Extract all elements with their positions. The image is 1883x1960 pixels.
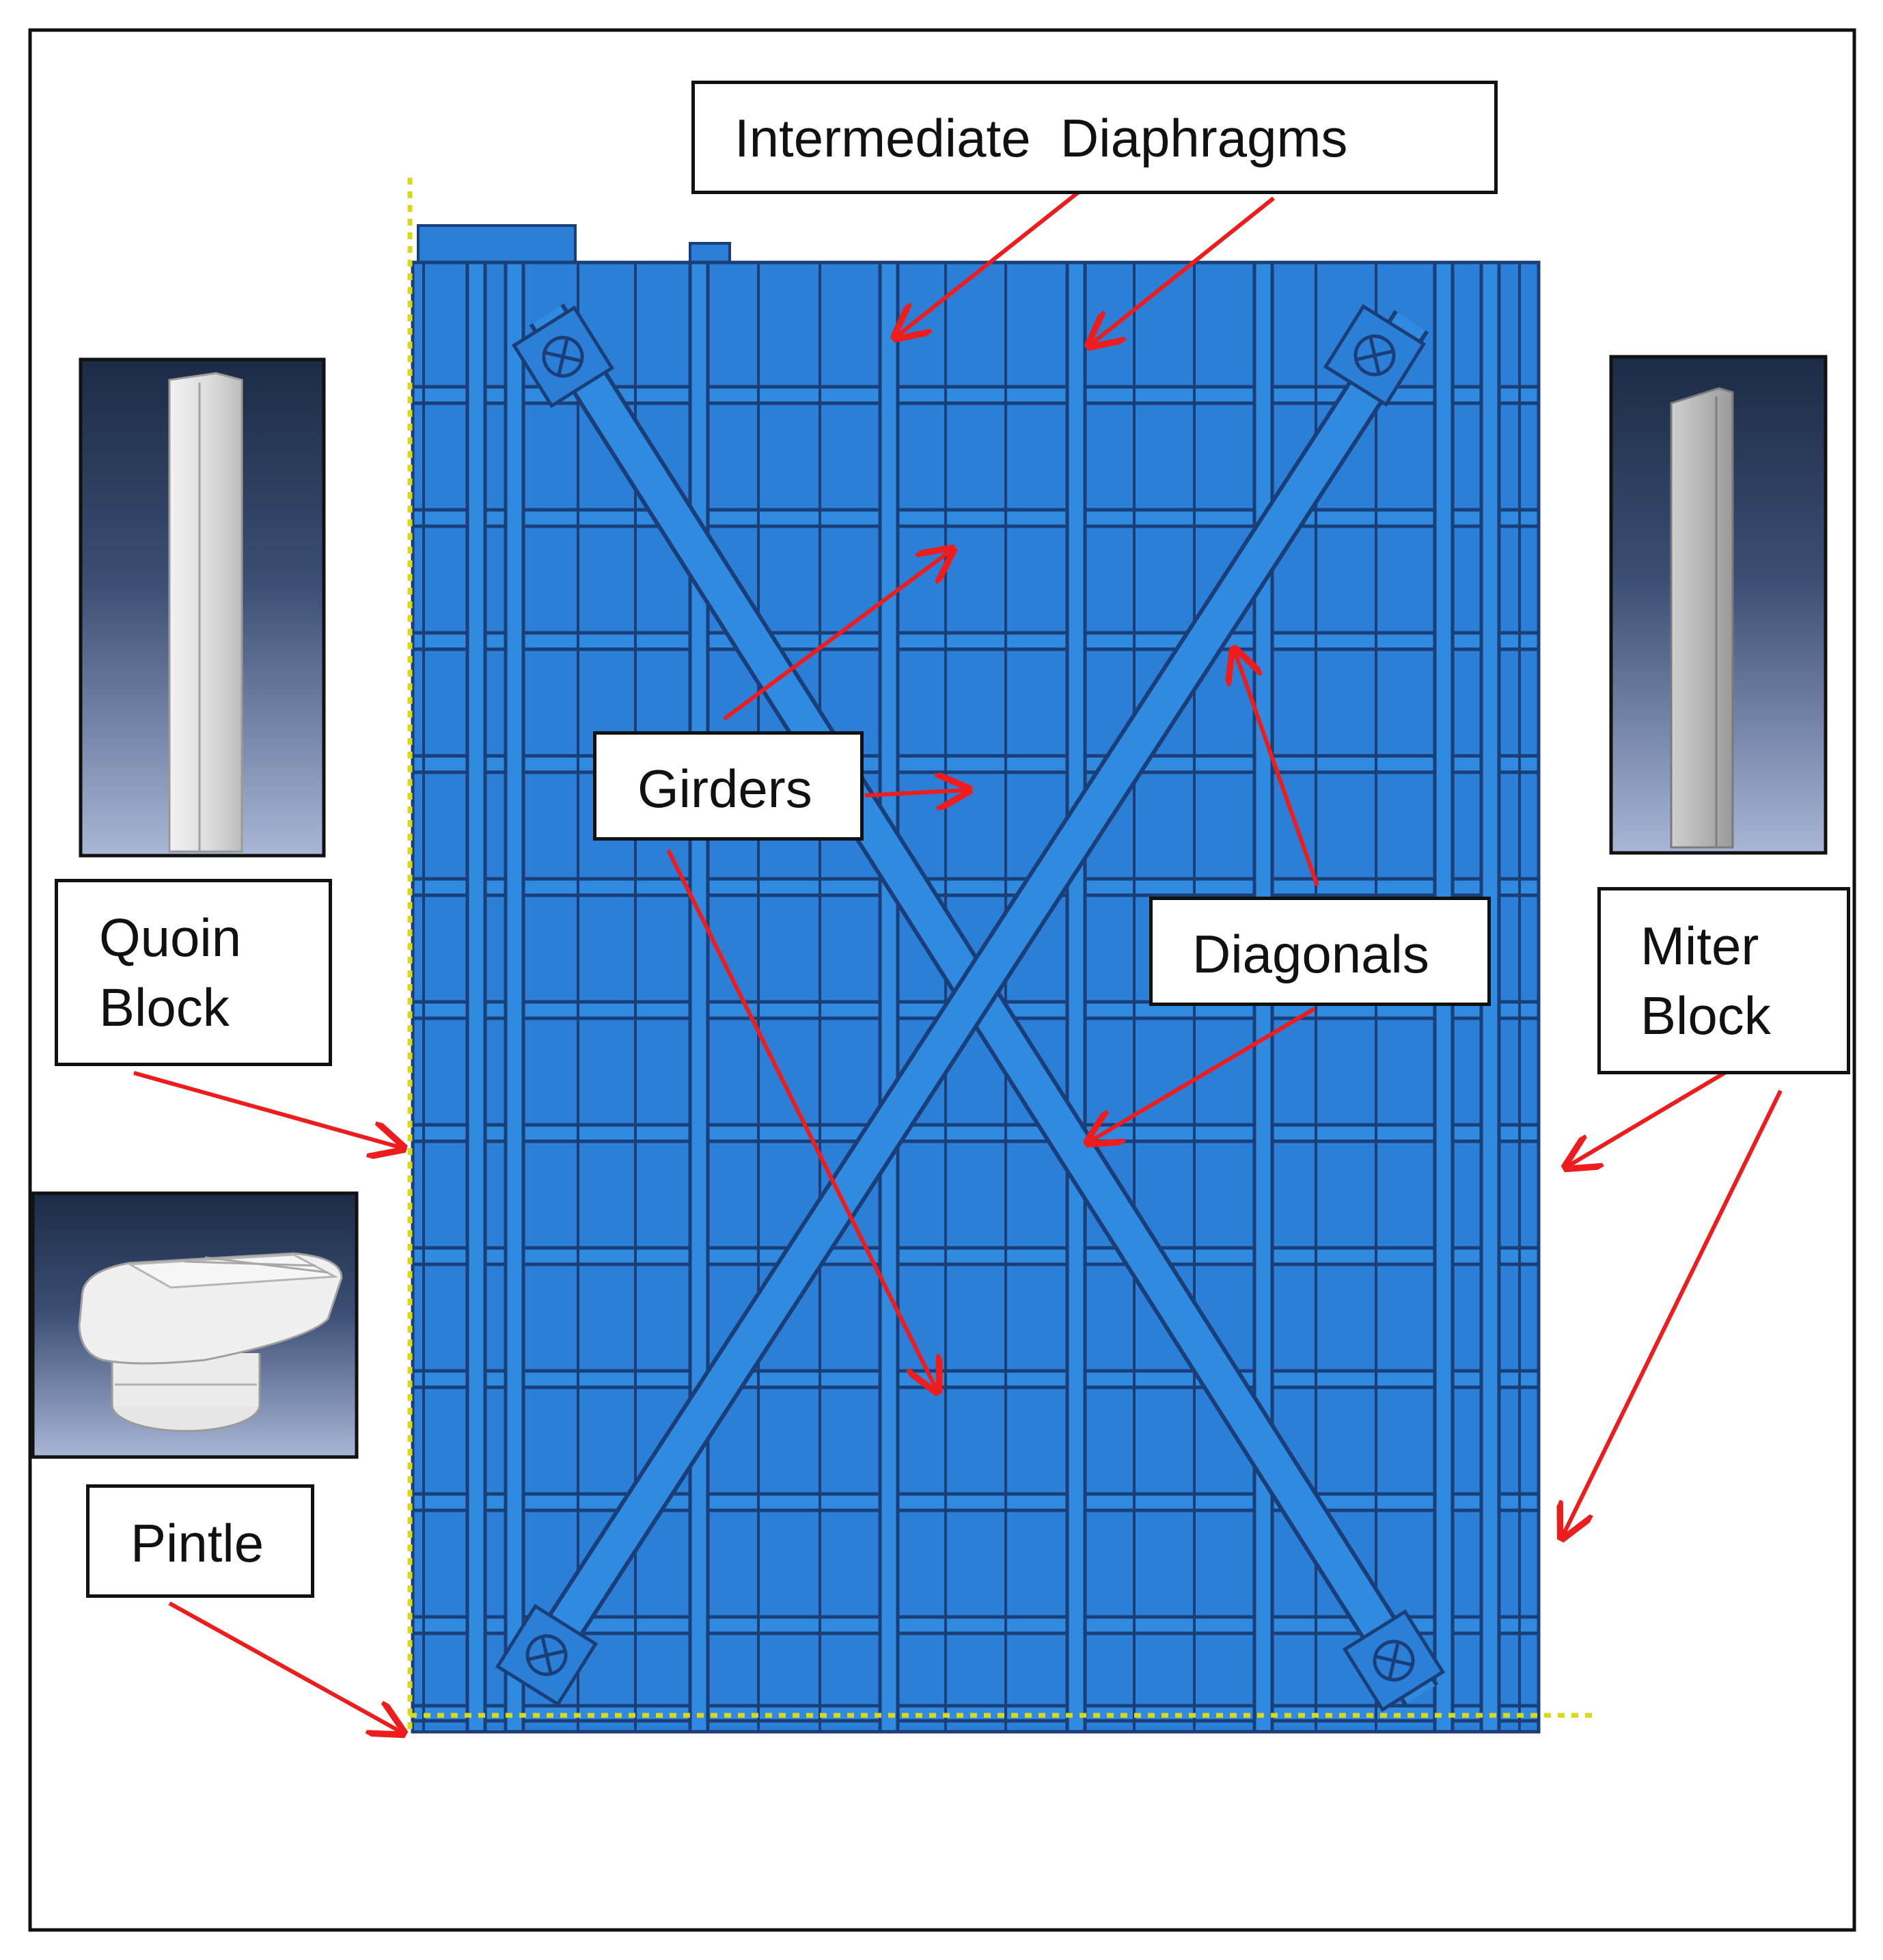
miter-block-text-line2: Block <box>1640 985 1771 1046</box>
diaphragm <box>504 260 525 1734</box>
girder <box>411 1492 1541 1512</box>
callout-arrows <box>133 189 1783 1733</box>
diaphragm <box>688 260 710 1734</box>
quoin-block-text-line1: Quoin <box>99 908 242 968</box>
arrow-girders-2 <box>864 790 969 795</box>
pintle-label: Pintle <box>86 1484 314 1598</box>
girder <box>411 508 1541 528</box>
pintle-text: Pintle <box>130 1513 264 1573</box>
girder <box>411 1246 1541 1266</box>
girder <box>411 1123 1541 1143</box>
anchor-bottom-left <box>495 1603 599 1707</box>
diagonal-anchors <box>495 303 1446 1713</box>
figure-border <box>28 28 1856 1932</box>
anchor-bottom-right <box>1342 1609 1446 1713</box>
pintle-render <box>78 1252 343 1432</box>
quoin-block-label: Quoin Block <box>55 879 332 1066</box>
arrow-intermediate-1 <box>895 189 1081 338</box>
diaphragm <box>1065 260 1087 1734</box>
miter-block-text-line1: Miter <box>1640 916 1759 976</box>
intermediate-diaphragms-text: Intermediate Diaphragms <box>734 108 1348 168</box>
stiffeners <box>422 262 1521 1732</box>
diagonals <box>511 303 1439 1706</box>
arrow-diagonals-2 <box>1088 1007 1316 1143</box>
arrow-quoin <box>133 1071 403 1148</box>
arrow-miter-2 <box>1562 1089 1783 1538</box>
girders <box>411 385 1541 1723</box>
quoin-block-render <box>168 372 243 853</box>
quoin-block-inset <box>79 357 326 858</box>
anchor-top-left <box>511 305 615 409</box>
intermediate-diaphragms <box>465 260 1501 1734</box>
girder <box>411 877 1541 897</box>
diagonal <box>514 312 1426 1691</box>
girders-label: Girders <box>593 731 864 841</box>
gate-top-protrusion <box>417 224 577 268</box>
arrow-diagonals-1 <box>1234 649 1319 886</box>
diaphragm <box>465 260 487 1734</box>
girder <box>411 631 1541 651</box>
diaphragm <box>878 260 900 1734</box>
arrow-girders-1 <box>723 549 952 721</box>
girders-text: Girders <box>637 759 812 819</box>
diagonals-text: Diagonals <box>1192 924 1429 984</box>
miter-block-inset <box>1609 355 1828 855</box>
arrow-girders-3 <box>666 849 937 1391</box>
anchor-top-right <box>1323 303 1427 407</box>
miter-block-label: Miter Block <box>1597 887 1850 1074</box>
girder <box>411 1369 1541 1389</box>
girder <box>411 754 1541 774</box>
intermediate-diaphragms-label: Intermediate Diaphragms <box>691 81 1498 194</box>
miter-block-render <box>1670 387 1734 849</box>
arrow-pintle <box>168 1601 403 1733</box>
arrow-intermediate-2 <box>1089 196 1275 346</box>
pintle-inset <box>31 1191 359 1459</box>
diagonals-label: Diagonals <box>1149 897 1491 1006</box>
arrow-miter-1 <box>1566 1071 1726 1167</box>
quoin-block-text-line2: Block <box>99 977 230 1037</box>
